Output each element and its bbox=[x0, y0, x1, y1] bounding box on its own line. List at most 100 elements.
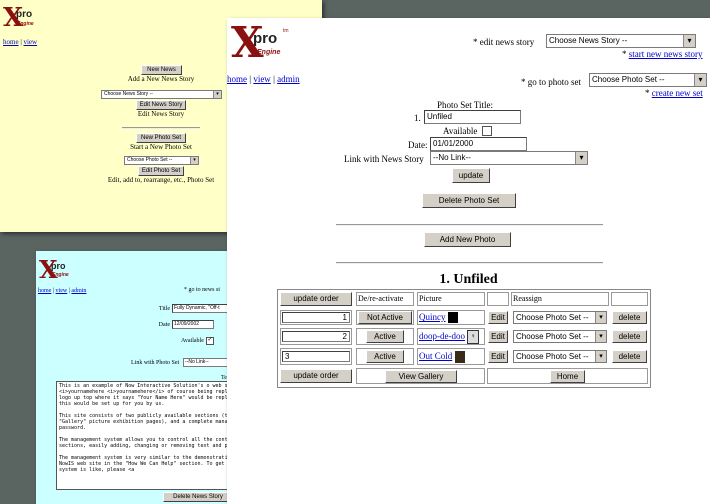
date-label: Date bbox=[158, 322, 170, 328]
edit-news-label: * edit news story bbox=[473, 37, 535, 47]
edit-news-caption: Edit News Story bbox=[137, 110, 185, 118]
nav-admin-link[interactable]: admin bbox=[277, 74, 300, 84]
header-reassign: Reassign bbox=[511, 292, 609, 306]
new-photo-set-button[interactable]: New Photo Set bbox=[136, 133, 186, 143]
available-label: Available bbox=[181, 338, 204, 344]
top-nav: home | view bbox=[3, 38, 38, 46]
chevron-down-icon: ▾ bbox=[595, 351, 606, 362]
active-button[interactable]: Active bbox=[366, 350, 404, 363]
view-gallery-button[interactable]: View Gallery bbox=[385, 370, 457, 383]
delete-button[interactable]: delete bbox=[612, 311, 647, 324]
home-button[interactable]: Home bbox=[550, 370, 585, 383]
order-input[interactable]: 1 bbox=[282, 312, 350, 323]
delete-button[interactable]: delete bbox=[612, 330, 647, 343]
title-label: Title bbox=[158, 306, 170, 312]
picture-link[interactable]: doop-de-doo bbox=[419, 331, 465, 341]
header-delete bbox=[611, 292, 648, 306]
nav-view-link[interactable]: view bbox=[55, 288, 68, 294]
news-story-select[interactable]: Choose News Story -- ▾ bbox=[101, 90, 222, 99]
edit-photo-set-button[interactable]: Edit Photo Set bbox=[138, 166, 184, 176]
picture-link[interactable]: Out Cold bbox=[419, 351, 453, 361]
header-picture: Picture bbox=[417, 292, 485, 306]
nav-admin-link[interactable]: admin bbox=[71, 288, 87, 294]
top-nav: home | view | admin bbox=[227, 74, 300, 84]
edit-news-window: X pro Engine home | view | admin * go to… bbox=[36, 251, 238, 504]
link-news-label: Link with News Story bbox=[344, 154, 424, 164]
edit-news-button[interactable]: Edit News Story bbox=[136, 100, 186, 110]
picture-thumbnail: ♀ bbox=[467, 329, 480, 344]
table-row: 3 bbox=[280, 348, 352, 365]
xpro-logo: X pro Engine bbox=[39, 255, 69, 284]
not-active-button[interactable]: Not Active bbox=[358, 311, 412, 324]
title-input[interactable]: Unfiled bbox=[424, 110, 521, 124]
update-order-button-bottom[interactable]: update order bbox=[280, 369, 352, 383]
xpro-logo: X pro Engine bbox=[3, 3, 34, 33]
nav-view-link[interactable]: view bbox=[23, 38, 38, 46]
edit-button[interactable]: Edit bbox=[488, 350, 508, 363]
picture-thumbnail bbox=[447, 312, 458, 324]
reassign-select[interactable]: Choose Photo Set -- ▾ bbox=[513, 311, 607, 324]
photo-set-select[interactable]: Choose Photo Set -- ▾ bbox=[124, 156, 199, 165]
top-nav: home | view | admin bbox=[38, 288, 87, 294]
body-textarea[interactable]: This is an example of Now Interactive So… bbox=[56, 381, 238, 490]
chevron-down-icon: ▾ bbox=[595, 312, 606, 323]
order-input[interactable]: 3 bbox=[282, 351, 350, 362]
xpro-logo: X pro tm Engine bbox=[231, 18, 289, 67]
active-button[interactable]: Active bbox=[366, 330, 404, 343]
add-news-caption: Add a New News Story bbox=[127, 75, 195, 83]
edit-news-select[interactable]: Choose News Story -- ▾ bbox=[546, 34, 696, 48]
create-new-set-link[interactable]: create new set bbox=[651, 88, 703, 98]
delete-button[interactable]: delete bbox=[612, 350, 647, 363]
chevron-down-icon: ▾ bbox=[595, 331, 606, 342]
body-text: This is an example of Now Interactive So… bbox=[59, 383, 238, 473]
chevron-down-icon: ▾ bbox=[683, 35, 695, 47]
edit-button[interactable]: Edit bbox=[488, 311, 508, 324]
chevron-down-icon: ▾ bbox=[575, 152, 587, 164]
divider bbox=[336, 262, 603, 264]
update-button[interactable]: update bbox=[452, 168, 490, 183]
link-news-select[interactable]: --No Link-- ▾ bbox=[430, 151, 588, 165]
photo-table: update order De/re-activate Picture Reas… bbox=[277, 289, 651, 388]
picture-thumbnail bbox=[454, 350, 465, 363]
header-activate: De/re-activate bbox=[356, 292, 414, 306]
go-photo-label: * go to photo set bbox=[521, 77, 581, 87]
reassign-select[interactable]: Choose Photo Set -- ▾ bbox=[513, 330, 607, 343]
date-input[interactable]: 12/09/2002 bbox=[172, 320, 214, 329]
order-input[interactable]: 2 bbox=[282, 331, 350, 342]
update-order-button-top[interactable]: update order bbox=[280, 292, 352, 306]
picture-link[interactable]: Quincy bbox=[419, 312, 446, 322]
reassign-select[interactable]: Choose Photo Set -- ▾ bbox=[513, 350, 607, 363]
chevron-down-icon: ▾ bbox=[190, 157, 198, 164]
chevron-down-icon: ▾ bbox=[694, 74, 706, 86]
chevron-down-icon: ▾ bbox=[213, 91, 221, 98]
divider bbox=[336, 224, 603, 226]
available-label: Available bbox=[443, 126, 478, 136]
table-row: 2 bbox=[280, 328, 352, 345]
header-edit bbox=[487, 292, 509, 306]
go-to-news-label: * go to news st bbox=[184, 287, 220, 293]
delete-news-button[interactable]: Delete News Story bbox=[163, 492, 233, 502]
date-input[interactable]: 01/01/2000 bbox=[430, 137, 527, 151]
section-title: 1. Unfiled bbox=[439, 272, 498, 287]
new-news-button[interactable]: New News bbox=[141, 65, 182, 75]
go-photo-select[interactable]: Choose Photo Set -- ▾ bbox=[589, 73, 707, 87]
delete-photo-set-button[interactable]: Delete Photo Set bbox=[422, 193, 516, 208]
start-new-news-link[interactable]: start new news story bbox=[628, 49, 703, 59]
available-checkbox[interactable]: ✓ bbox=[206, 337, 214, 345]
table-row: 1 bbox=[280, 310, 352, 325]
text-label: Text bbox=[221, 375, 232, 381]
add-new-photo-button[interactable]: Add New Photo bbox=[424, 232, 511, 247]
edit-button[interactable]: Edit bbox=[488, 330, 508, 343]
title-number: 1. bbox=[414, 113, 421, 123]
divider bbox=[122, 127, 200, 129]
nav-view-link[interactable]: view bbox=[253, 74, 271, 84]
date-label: Date: bbox=[408, 140, 428, 150]
nav-home-link[interactable]: home bbox=[227, 74, 247, 84]
nav-home-link[interactable]: home bbox=[38, 288, 52, 294]
title-label: Photo Set Title: bbox=[437, 100, 494, 110]
link-photo-label: Link with Photo Set bbox=[131, 360, 180, 366]
edit-photo-caption: Edit, add to, rearrange, etc., Photo Set bbox=[107, 176, 215, 184]
available-checkbox[interactable] bbox=[482, 126, 492, 136]
new-photo-caption: Start a New Photo Set bbox=[130, 143, 192, 151]
nav-home-link[interactable]: home bbox=[3, 38, 19, 46]
